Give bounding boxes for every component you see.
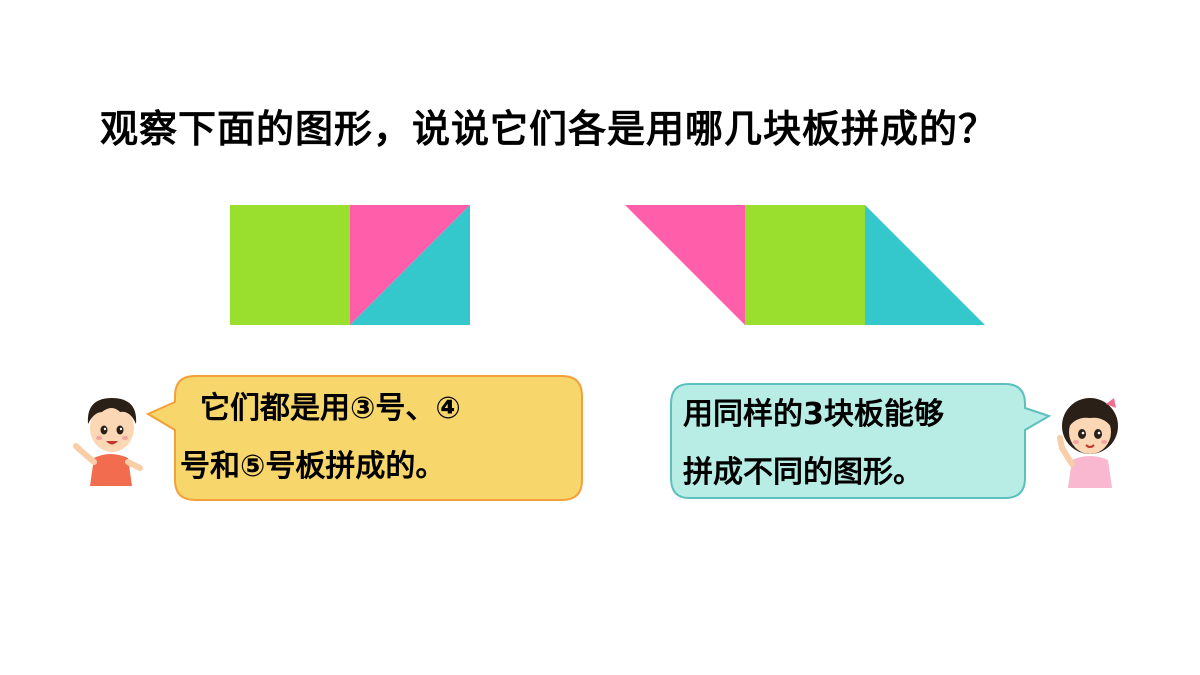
square-piece: [230, 205, 350, 325]
right-bubble-line-2: 拼成不同的图形。: [683, 455, 923, 490]
teal-triangle-piece: [350, 205, 470, 325]
left-bubble-line-2: 号和⑤号板拼成的。: [180, 449, 446, 484]
figure-parallelogram: [625, 205, 985, 325]
figure-rectangle: [230, 205, 470, 325]
teal-triangle-piece: [865, 205, 985, 325]
boy-character-icon: [73, 398, 143, 486]
square-piece: [745, 205, 865, 325]
left-bubble-text: 它们都是用③号、④ 号和⑤号板拼成的。: [180, 380, 461, 496]
right-bubble-line-1: 用同样的3块板能够: [683, 397, 944, 432]
right-speech-bubble: [670, 383, 1052, 499]
page-title: 观察下面的图形，说说它们各是用哪几块板拼成的？: [100, 107, 998, 151]
right-bubble-text: 用同样的3块板能够 拼成不同的图形。: [683, 386, 944, 502]
pink-triangle-piece: [625, 205, 745, 325]
left-speech-bubble: [145, 375, 583, 501]
girl-character-icon: [1057, 398, 1118, 488]
left-bubble-line-1: 它们都是用③号、④: [200, 391, 461, 426]
